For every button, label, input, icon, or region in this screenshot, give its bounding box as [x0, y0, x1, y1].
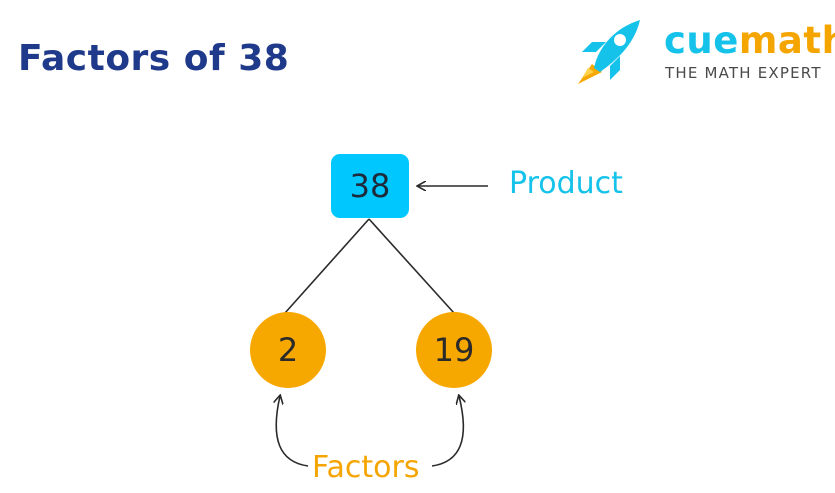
factors-label: Factors — [312, 450, 420, 485]
brand-tagline: THE MATH EXPERT — [665, 64, 822, 82]
factor-node-1: 2 — [250, 312, 326, 388]
page-title: Factors of 38 — [18, 38, 290, 79]
brand-name-cue: cue — [664, 19, 739, 62]
brand-name: cuemath — [664, 22, 835, 59]
rocket-icon — [578, 20, 640, 84]
factor-node-2: 19 — [416, 312, 492, 388]
branch-left — [284, 218, 370, 314]
factors-arrow-right — [431, 396, 463, 467]
product-label: Product — [509, 166, 623, 201]
brand-name-math: math — [738, 19, 835, 62]
product-node: 38 — [331, 154, 409, 218]
branch-right — [368, 218, 455, 314]
cuemath-logo: cuemath THE MATH EXPERT — [574, 12, 835, 88]
factors-arrow-left — [276, 396, 309, 467]
